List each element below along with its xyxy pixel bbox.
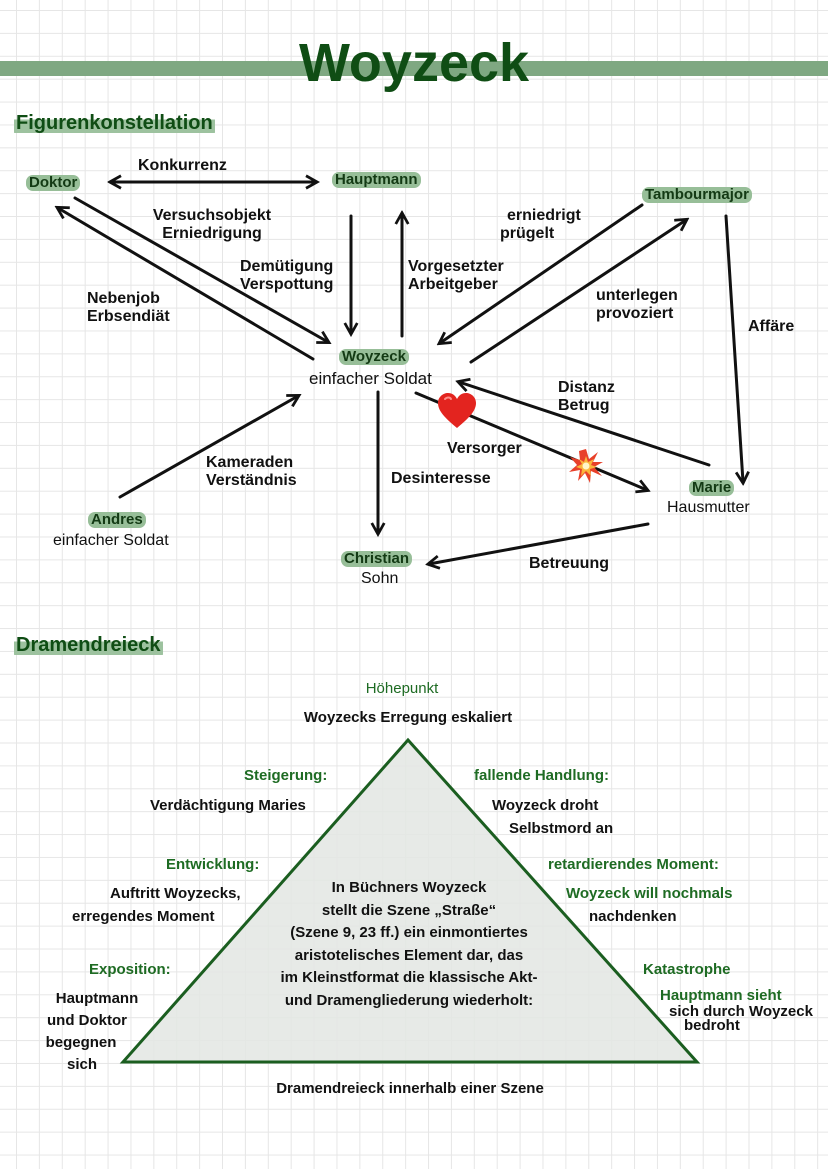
relation-label-woyzeck-doktor: Nebenjob Erbsendiät bbox=[87, 290, 170, 326]
entwicklung-line-1: Auftritt Woyzecks, bbox=[110, 885, 241, 902]
center-text-line: und Dramengliederung wiederholt: bbox=[284, 991, 534, 1009]
exposition-line: und Doktor bbox=[47, 1012, 127, 1029]
center-text-line: stellt die Szene „Straße“ bbox=[321, 901, 497, 919]
fallende-handlung-line-1: Woyzeck droht bbox=[492, 797, 599, 814]
relation-label-betreuung: Betreuung bbox=[529, 555, 609, 572]
character-woyzeck: Woyzeck bbox=[339, 349, 409, 365]
relation-label-line: Kameraden bbox=[206, 454, 294, 471]
exposition-line: Hauptmann bbox=[55, 990, 139, 1007]
arrow-andres-to-woyzeck bbox=[118, 396, 298, 499]
exposition-line: begegnen bbox=[45, 1034, 117, 1051]
arrow-tambourmajor-to-marie bbox=[724, 214, 743, 482]
retardierendes-moment-heading: retardierendes Moment: bbox=[548, 856, 719, 873]
center-text-line: (Szene 9, 23 ff.) ein einmontiertes bbox=[290, 924, 528, 941]
heart-icon bbox=[438, 393, 476, 428]
fallende-handlung-line-2: Selbstmord an bbox=[509, 820, 614, 837]
relation-label-versorger: Versorger bbox=[447, 440, 522, 457]
center-text-line: In Büchners Woyzeck bbox=[331, 879, 487, 896]
drama-triangle-shape bbox=[119, 737, 701, 1064]
hoehepunkt-heading: Höhepunkt bbox=[365, 680, 439, 697]
character-christian: Christian bbox=[341, 551, 413, 567]
relation-label-hauptmann-woyzeck: Demütigung Verspottung bbox=[240, 258, 333, 294]
relation-label-line: Distanz bbox=[558, 379, 615, 396]
relation-label-line: unterlegen bbox=[596, 287, 678, 304]
relation-label-line: Nebenjob bbox=[87, 290, 160, 307]
character-andres: Andres bbox=[88, 512, 146, 528]
relation-label-affaere: Affäre bbox=[748, 318, 795, 335]
character-andres-role: einfacher Soldat bbox=[53, 532, 169, 549]
relation-label-desinteresse: Desinteresse bbox=[391, 470, 491, 487]
relation-label-line: Verspottung bbox=[240, 276, 334, 293]
center-text-line: im Kleinstformat die klassische Akt- bbox=[280, 969, 538, 986]
arrow-marie-to-christian bbox=[429, 522, 650, 564]
katastrophe-line-3: bedroht bbox=[684, 1017, 740, 1034]
relation-label-line: Erniedrigung bbox=[162, 225, 262, 242]
entwicklung-heading: Entwicklung: bbox=[166, 856, 260, 873]
arrow-doktor-to-woyzeck bbox=[73, 196, 328, 342]
arrow-woyzeck-to-tambourmajor bbox=[469, 220, 686, 364]
retardierendes-moment-line-2: nachdenken bbox=[589, 908, 677, 925]
character-marie-role: Hausmutter bbox=[667, 499, 750, 516]
relation-label-line: provoziert bbox=[596, 305, 674, 322]
retardierendes-moment-line-1: Woyzeck will nochmals bbox=[566, 885, 733, 902]
arrow-tambourmajor-to-woyzeck bbox=[440, 203, 644, 343]
relation-label-line: Betrug bbox=[558, 397, 610, 414]
katastrophe-heading: Katastrophe bbox=[643, 961, 731, 978]
character-christian-role: Sohn bbox=[361, 570, 399, 587]
character-woyzeck-role: einfacher Soldat bbox=[309, 369, 432, 388]
relation-label-line: Arbeitgeber bbox=[408, 276, 498, 293]
exposition-text: Hauptmann und Doktor begegnen sich bbox=[30, 988, 150, 1076]
relation-label-konkurrenz: Konkurrenz bbox=[138, 157, 227, 174]
hoehepunkt-text: Woyzecks Erregung eskaliert bbox=[303, 709, 513, 726]
character-marie: Marie bbox=[689, 480, 735, 496]
character-hauptmann: Hauptmann bbox=[332, 172, 421, 188]
katastrophe-line-1: Hauptmann sieht bbox=[660, 987, 782, 1004]
relation-label-andres-woyzeck: Kameraden Verständnis bbox=[206, 454, 297, 490]
section-title-figurenkonstellation: Figurenkonstellation bbox=[14, 111, 215, 135]
exposition-line: sich bbox=[66, 1056, 97, 1073]
relation-label-doktor-woyzeck: Versuchsobjekt Erniedrigung bbox=[142, 207, 282, 243]
relation-label-tambourmajor-woyzeck: erniedrigt prügelt bbox=[500, 207, 581, 243]
section-title-dramendreieck: Dramendreieck bbox=[14, 633, 163, 657]
steigerung-text: Verdächtigung Maries bbox=[150, 797, 306, 814]
exposition-heading: Exposition: bbox=[89, 961, 171, 978]
fallende-handlung-heading: fallende Handlung: bbox=[474, 767, 609, 784]
character-doktor: Doktor bbox=[26, 175, 81, 191]
center-text-line: aristotelisches Element dar, das bbox=[294, 946, 524, 964]
relation-label-woyzeck-hauptmann: Vorgesetzter Arbeitgeber bbox=[408, 258, 504, 294]
character-tambourmajor: Tambourmajor bbox=[642, 187, 752, 203]
arrow-woyzeck-to-doktor bbox=[58, 208, 315, 361]
title-underline-bar bbox=[0, 61, 828, 76]
relation-label-woyzeck-tambourmajor: unterlegen provoziert bbox=[596, 287, 678, 323]
relation-label-line: erniedrigt bbox=[507, 207, 581, 224]
triangle-caption: Dramendreieck innerhalb einer Szene bbox=[276, 1080, 544, 1097]
relation-label-line: Versuchsobjekt bbox=[152, 207, 272, 224]
relation-label-line: Erbsendiät bbox=[87, 308, 170, 325]
katastrophe-line-2: sich durch Woyzeck bbox=[669, 1003, 813, 1020]
relation-label-line: Demütigung bbox=[240, 258, 334, 275]
entwicklung-line-2: erregendes Moment bbox=[72, 908, 215, 925]
explosion-icon bbox=[569, 449, 603, 483]
arrow-marie-to-woyzeck bbox=[459, 382, 711, 467]
page-title: Woyzeck bbox=[298, 33, 530, 93]
relation-label-line: Vorgesetzter bbox=[408, 258, 504, 275]
triangle-center-text: In Büchners Woyzeck stellt die Szene „St… bbox=[248, 877, 570, 1012]
relation-label-marie-woyzeck: Distanz Betrug bbox=[558, 379, 615, 415]
relation-label-line: prügelt bbox=[500, 225, 555, 242]
relation-label-line: Verständnis bbox=[206, 472, 297, 489]
steigerung-heading: Steigerung: bbox=[244, 767, 328, 784]
